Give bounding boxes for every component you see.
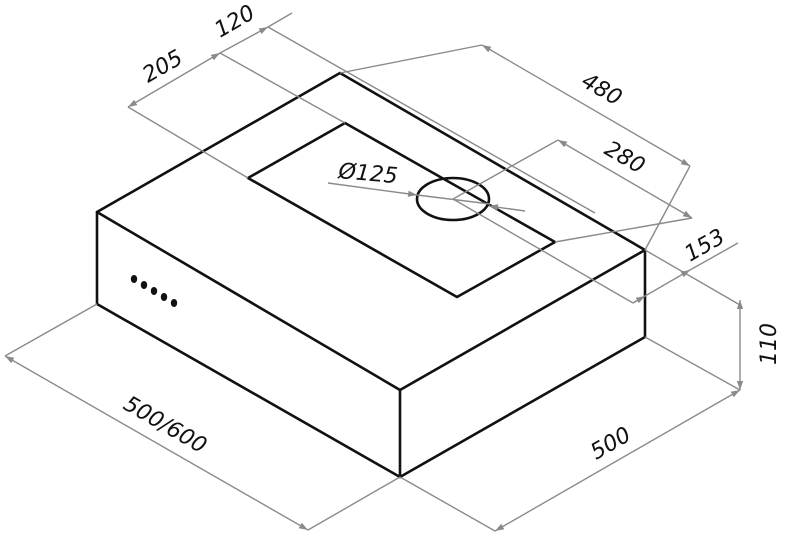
dim-line-width bbox=[4, 355, 309, 531]
label-500: 500 bbox=[587, 423, 636, 466]
control-button-dot bbox=[170, 299, 178, 307]
dim-line-205 bbox=[127, 52, 221, 108]
dimension-labels: 205 120 480 280 153 Ø125 110 500 500/600 bbox=[119, 1, 782, 466]
label-280: 280 bbox=[600, 137, 649, 180]
label-diameter: Ø125 bbox=[336, 159, 398, 189]
top-face bbox=[95, 71, 647, 392]
exhaust-outlet bbox=[415, 176, 491, 222]
label-120: 120 bbox=[211, 1, 260, 44]
label-width: 500/600 bbox=[119, 392, 211, 459]
duct-plate bbox=[246, 121, 557, 299]
hood-body bbox=[95, 71, 647, 479]
dim-line-480 bbox=[481, 44, 691, 167]
control-button-dot bbox=[160, 293, 168, 301]
dim-line-diameter bbox=[327, 182, 418, 197]
dim-line-500 bbox=[494, 389, 741, 532]
control-button-dot bbox=[130, 275, 138, 283]
dim-line-280 bbox=[557, 139, 693, 219]
front-face bbox=[95, 210, 402, 479]
label-110: 110 bbox=[757, 323, 782, 365]
dimension-lines bbox=[4, 12, 744, 532]
control-button-dot bbox=[140, 281, 148, 289]
control-buttons bbox=[130, 275, 178, 307]
control-button-dot bbox=[150, 287, 158, 295]
dim-line-120 bbox=[219, 26, 269, 54]
label-205: 205 bbox=[139, 46, 188, 89]
